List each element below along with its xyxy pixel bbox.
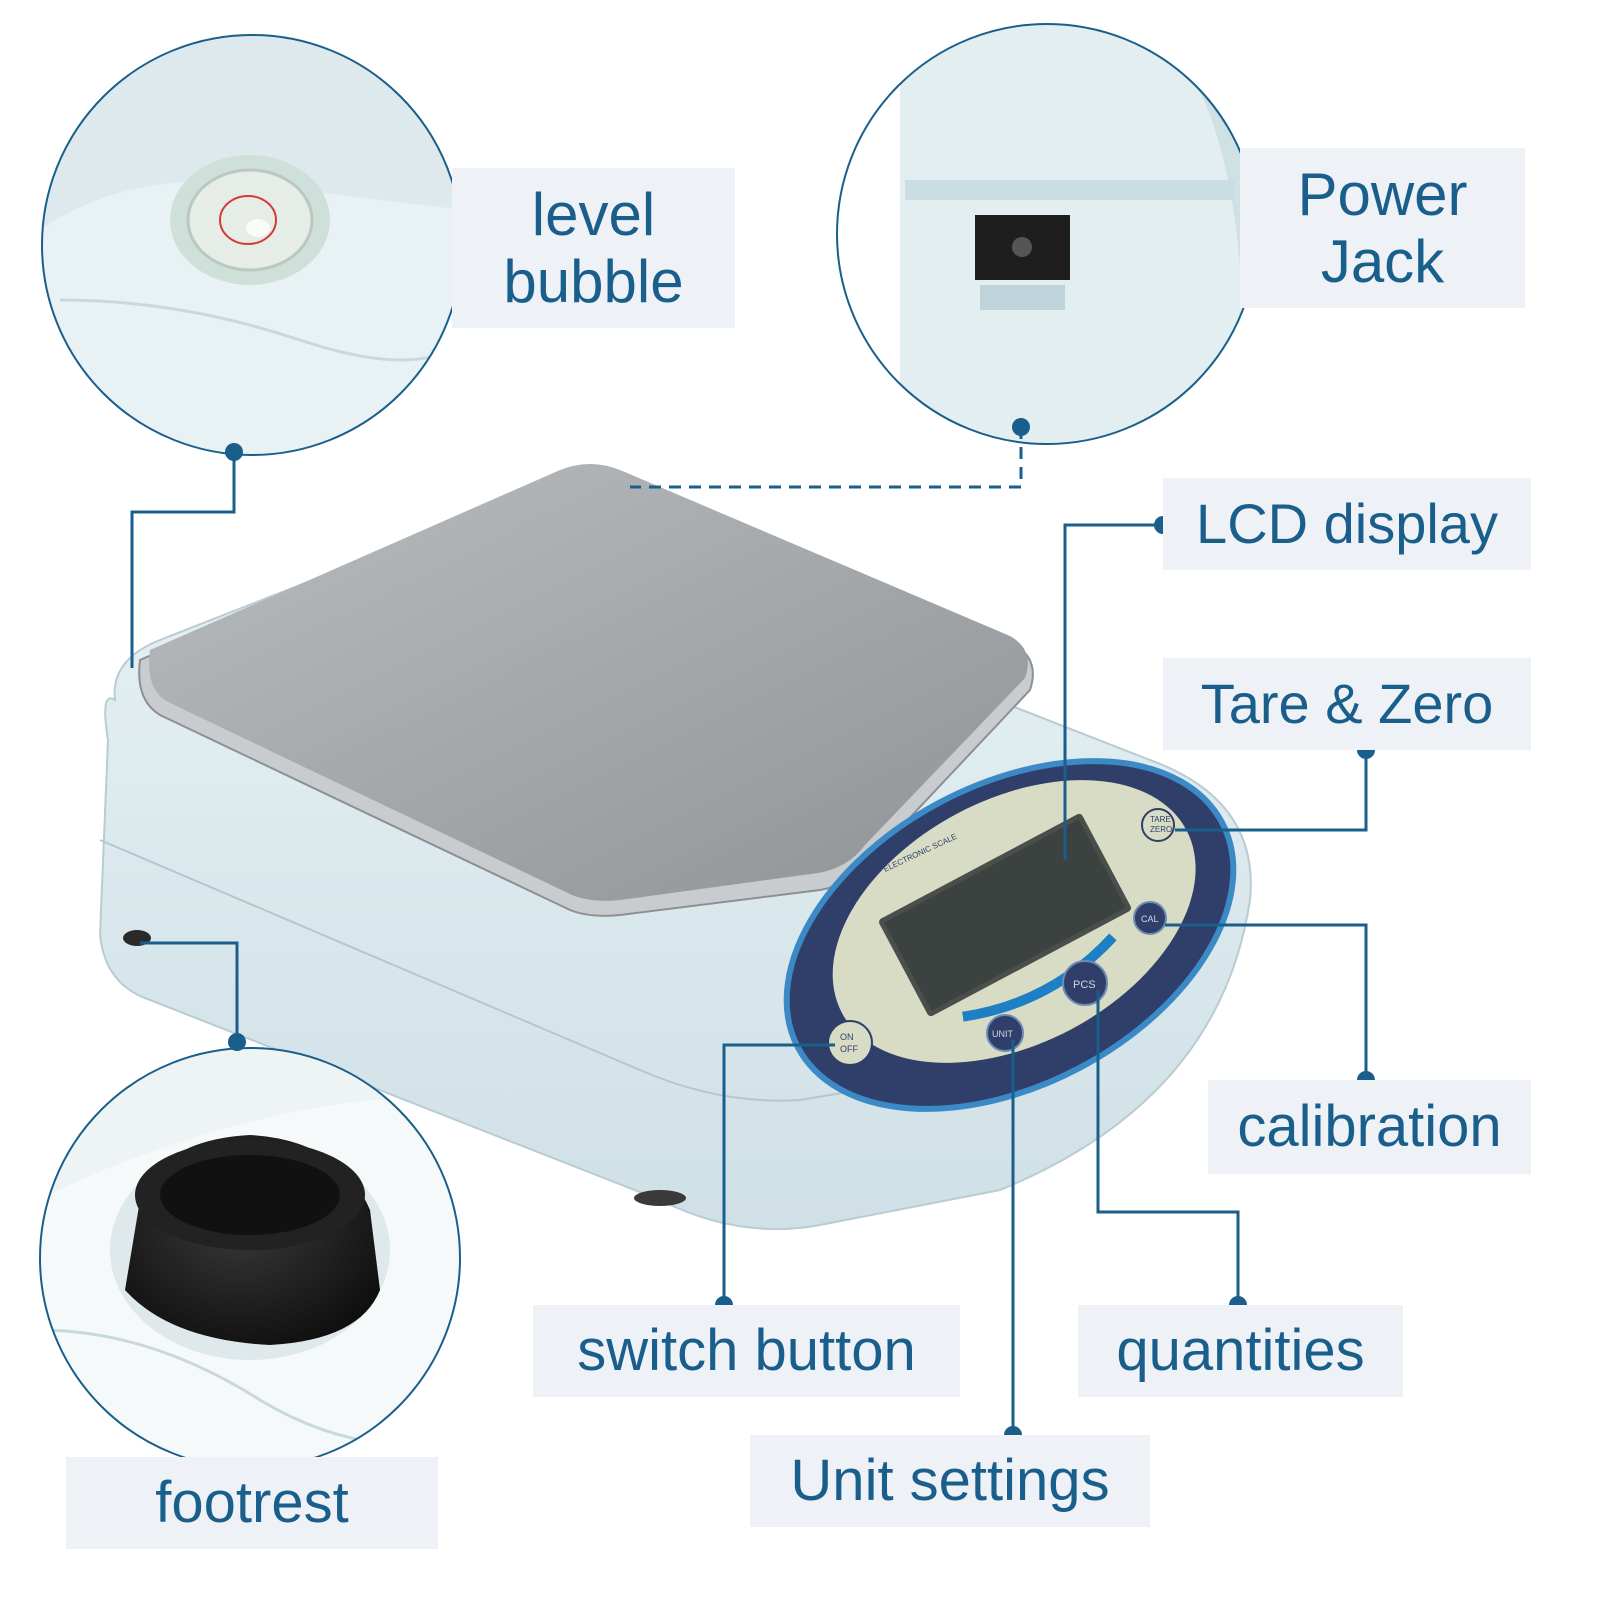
zoom-footrest [40, 1048, 460, 1468]
callout-quantities [1096, 990, 1240, 1305]
tare-text: TARE [1150, 815, 1171, 824]
callout-power-jack [630, 427, 1023, 489]
label-switch-button: switch button [533, 1305, 960, 1397]
zoom-level-bubble [42, 35, 462, 455]
label-level-bubble: level bubble [452, 168, 735, 328]
label-power-jack-line1: Power [1297, 160, 1468, 228]
pcs-text: PCS [1073, 979, 1096, 991]
bubble-ring [219, 195, 277, 245]
tare-zero-button[interactable] [1141, 808, 1175, 842]
unit-text: UNIT [992, 1029, 1013, 1039]
label-calibration: calibration [1208, 1080, 1531, 1174]
label-lcd-display: LCD display [1163, 478, 1531, 570]
on-off-button[interactable] [827, 1020, 873, 1066]
label-power-jack: Power Jack [1240, 148, 1525, 308]
callout-lines [130, 427, 1368, 1435]
label-tare-zero: Tare & Zero [1163, 658, 1531, 750]
callout-lcd [1063, 523, 1163, 860]
on-text: ON [840, 1032, 854, 1042]
cal-text: CAL [1141, 914, 1159, 924]
weighing-platform [149, 464, 1028, 901]
callout-level-bubble [130, 452, 236, 668]
label-footrest: footrest [66, 1457, 438, 1549]
zero-text: ZERO [1150, 825, 1172, 834]
control-panel [783, 758, 1237, 1112]
scale-body-seam [99, 839, 1041, 1102]
label-unit-settings: Unit settings [750, 1435, 1150, 1527]
callout-tare-zero [1175, 750, 1368, 832]
callout-calibration [1165, 923, 1368, 1080]
cal-button[interactable] [1133, 901, 1167, 935]
callout-switch [722, 1043, 835, 1305]
off-text: OFF [840, 1044, 858, 1054]
label-power-jack-line2: Jack [1320, 228, 1445, 295]
foot-front [634, 1190, 686, 1206]
pcs-button[interactable] [1062, 960, 1108, 1006]
label-level-bubble-line1: level [531, 180, 656, 248]
label-level-bubble-line2: bubble [503, 248, 684, 315]
label-quantities: quantities [1078, 1305, 1403, 1397]
callout-footrest [140, 941, 239, 1042]
